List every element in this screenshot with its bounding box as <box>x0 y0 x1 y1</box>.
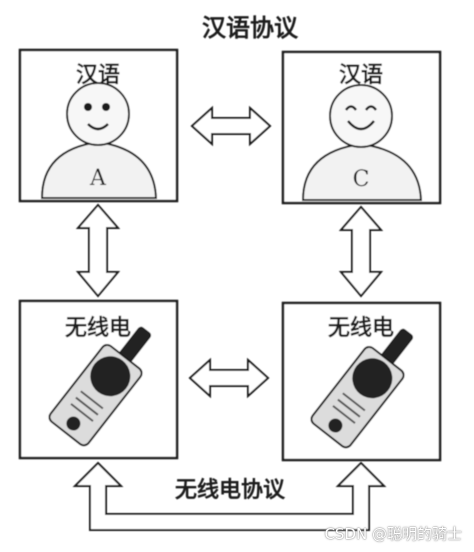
person-c-right-eye <box>364 105 378 111</box>
radio-box-left: 无线电 <box>18 299 179 460</box>
person-c-letter: C <box>353 167 370 192</box>
radio-left-icon <box>48 326 152 447</box>
person-a-right-eye <box>102 103 110 111</box>
person-a-left-eye <box>84 103 92 111</box>
person-a-smile <box>87 123 109 131</box>
middle-double-arrow-icon <box>188 357 270 399</box>
person-c-left-eye <box>344 105 358 111</box>
radio-box-right-label: 无线电 <box>328 315 394 341</box>
radio-box-left-label: 无线电 <box>65 315 131 341</box>
bottom-u-arrow-icon <box>72 461 387 531</box>
top-double-arrow-icon <box>190 105 272 147</box>
radio-protocol-title: 无线电协议 <box>175 477 286 503</box>
right-vertical-double-arrow-icon <box>338 205 384 298</box>
chinese-protocol-title: 汉语协议 <box>202 14 299 42</box>
box-c-label: 汉语 <box>339 63 383 88</box>
person-box-a: 汉语 A <box>18 48 179 203</box>
radio-box-right: 无线电 <box>281 301 442 462</box>
person-a-letter: A <box>89 166 107 191</box>
left-vertical-double-arrow-icon <box>75 203 121 298</box>
person-box-c: 汉语 C <box>281 50 442 205</box>
person-c-head <box>329 84 393 148</box>
person-c-smile <box>347 120 375 131</box>
radio-right-icon <box>310 328 414 449</box>
watermark: CSDN @聪明的骑士 <box>324 525 462 543</box>
person-a-head <box>66 82 130 146</box>
